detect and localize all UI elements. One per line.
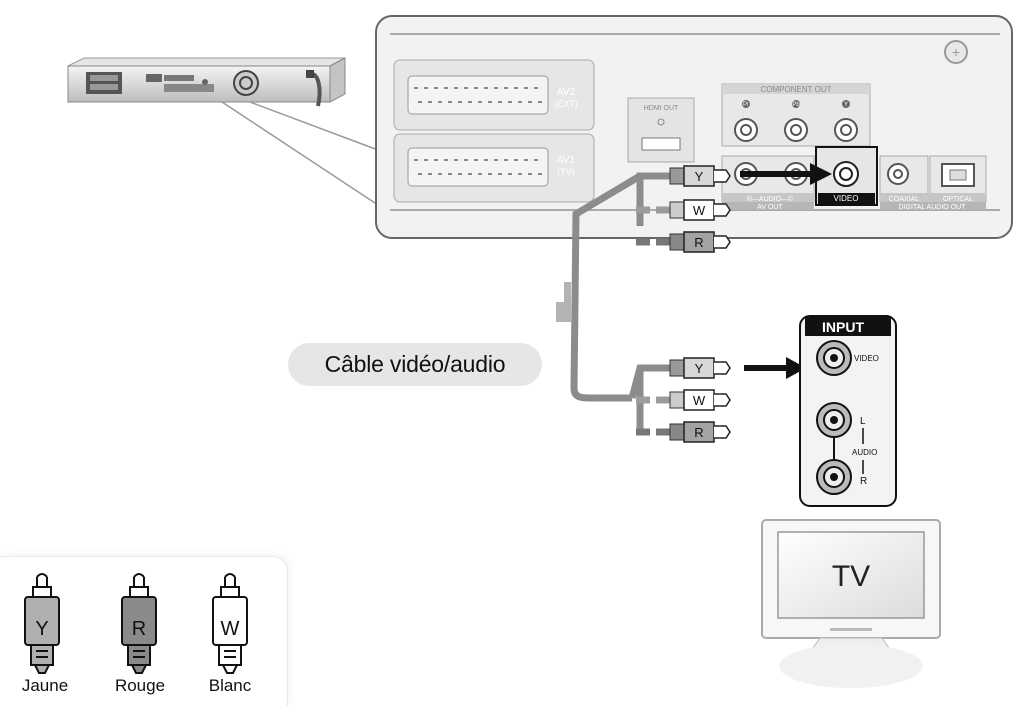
coaxial-label: COAXIAL <box>889 196 919 203</box>
legend-letter: R <box>132 618 146 640</box>
component-out-label: COMPONENT OUT <box>761 85 832 94</box>
plugs-bottom <box>669 357 731 443</box>
av1-sub-label: (TV) <box>557 167 575 177</box>
legend-name-rouge: Rouge <box>114 676 166 695</box>
hdmi-out-label: HDMI OUT <box>644 105 679 112</box>
tv-label: TV <box>832 560 870 593</box>
legend-plug-yellow <box>24 573 60 674</box>
tv-set <box>761 519 941 688</box>
av-out-label: AV OUT <box>757 204 783 211</box>
plugs-top <box>669 165 731 253</box>
tv-audio-label: AUDIO <box>852 448 877 457</box>
tv-video-label: VIDEO <box>854 354 879 363</box>
plug-letter: W <box>693 393 706 408</box>
component-jacks <box>734 100 858 142</box>
audio-label: ®—AUDIO—© <box>747 195 794 203</box>
cable-label: Câble vidéo/audio <box>288 343 542 386</box>
legend-name-blanc: Blanc <box>208 676 252 695</box>
zoom-line <box>249 101 379 151</box>
input-title: INPUT <box>822 319 864 335</box>
legend-letter: Y <box>35 618 48 640</box>
legend-letter: W <box>221 618 240 640</box>
component-jack-label: Pr <box>743 102 749 108</box>
av1-label: AV1 <box>557 155 576 166</box>
zoom-line <box>221 101 379 206</box>
legend-plugs: Y R W <box>24 573 248 674</box>
plug-letter: Y <box>695 361 704 376</box>
video-out-label: VIDEO <box>834 194 859 203</box>
tv-l-label: L <box>860 416 866 427</box>
plug-letter: W <box>693 203 706 218</box>
cables <box>570 172 670 436</box>
plug-letter: Y <box>695 169 704 184</box>
av2-label: AV2 <box>557 87 576 98</box>
tv-r-label: R <box>860 476 867 487</box>
digital-audio-out-label: DIGITAL AUDIO OUT <box>899 204 967 211</box>
plug-letter: R <box>694 235 703 250</box>
recorder-back-panel: + <box>375 15 1013 239</box>
recorder-device <box>67 57 346 107</box>
legend-plug-red <box>121 573 157 674</box>
input-arrow-head <box>786 357 806 379</box>
av2-sub-label: (EXT) <box>554 99 578 109</box>
legend-plug-white <box>212 573 248 674</box>
video-arrow-head <box>810 163 832 185</box>
tv-input-panel <box>799 315 897 507</box>
component-jack-label: Pb <box>792 102 800 108</box>
plug-letter: R <box>694 425 703 440</box>
component-jack-label: Y <box>844 102 848 108</box>
down-arrow <box>556 282 571 322</box>
legend-name-jaune: Jaune <box>21 676 69 695</box>
svg-text:+: + <box>952 44 960 60</box>
optical-label: OPTICAL <box>943 196 973 203</box>
color-legend: Y R W Jaune Rouge Blanc <box>0 557 287 706</box>
